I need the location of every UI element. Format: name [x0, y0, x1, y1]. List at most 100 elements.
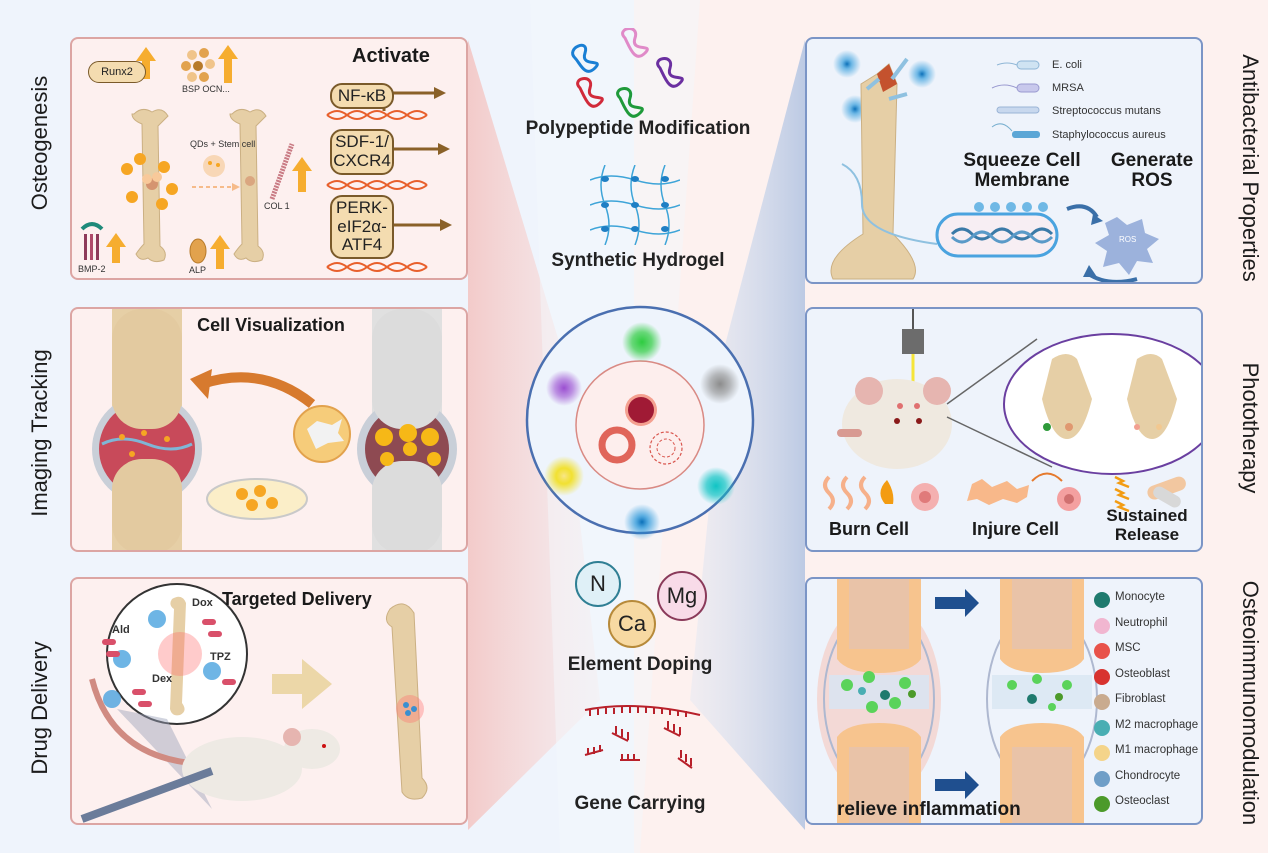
arrow-right-top [935, 589, 979, 617]
marker-bsp-ocn: BSP OCN... [182, 84, 230, 94]
legend-swatch-icon [1094, 668, 1110, 685]
heat-waves-icon [823, 475, 871, 511]
alp-icon [189, 238, 207, 264]
capsules-icon [102, 619, 236, 707]
flagellum-line [841, 163, 938, 245]
imaging-illustration [92, 309, 457, 550]
marker-alp: ALP [189, 265, 207, 275]
ros-spikes-icon [967, 479, 1029, 505]
element-mg: Mg [657, 571, 707, 621]
marker-bmp2: BMP-2 [78, 264, 106, 274]
panel-drug-delivery: Targeted Delivery Ald Dox Dex TPZ [70, 577, 468, 825]
drug-tpz: TPZ [210, 651, 231, 663]
label-drug-delivery: Drug Delivery [27, 641, 52, 775]
legend-swatch-icon [1094, 796, 1110, 812]
element-ca: Ca [608, 600, 656, 648]
panel-antibacterial: E. coli MRSA Streptococcus mutans Staphy… [805, 37, 1203, 284]
legend-swatch-icon [1094, 592, 1110, 608]
syringe-icon [80, 767, 214, 823]
up-arrow-bsp [224, 55, 232, 83]
glow-dot [833, 50, 861, 78]
gene-carrying-label: Gene Carrying [574, 793, 706, 814]
quantum-dot-core [525, 305, 755, 540]
fullerene-icon [649, 431, 683, 465]
legend-swatch-icon [1094, 745, 1110, 761]
collagen-icon [269, 143, 295, 200]
glow-dot-purple [546, 370, 582, 406]
burn-cell-label: Burn Cell [829, 519, 910, 539]
squeeze-membrane-label: Squeeze Cell Membrane [963, 150, 1081, 191]
bacteria-staphylococcus: Staphylococcus aureus [1052, 129, 1166, 141]
legend-label: Osteoclast [1115, 795, 1170, 807]
osteoimmuno-illustration [817, 579, 1098, 823]
antibacterial-illustration [830, 50, 1159, 282]
marker-qds-stem-cell: QDs + Stem cell [190, 139, 256, 149]
sustained-release-label: Sustained Release [1106, 506, 1188, 544]
label-phototherapy: Phototherapy [1238, 362, 1263, 494]
bacteria-mrsa: MRSA [1052, 82, 1084, 94]
immune-cells [841, 671, 1072, 713]
bacteria-streptococcus: Streptococcus mutans [1052, 105, 1161, 117]
ros-burst-icon [1095, 217, 1159, 275]
element-n: N [575, 561, 621, 607]
legend-swatch-icon [1094, 770, 1110, 787]
element-doping-label: Element Doping [567, 654, 713, 675]
gene-fragments-icon [584, 705, 701, 769]
legend-label: Chondrocyte [1115, 769, 1181, 782]
curved-arrow-icon [200, 372, 316, 408]
legend-swatch-icon [1094, 719, 1110, 736]
ros-text: ROS [1119, 235, 1137, 244]
synthetic-hydrogel-label: Synthetic Hydrogel [551, 250, 725, 271]
bone-fractured-icon [131, 108, 169, 263]
arrow-right-bottom [935, 771, 979, 799]
rat-body-icon [182, 737, 302, 801]
hydrogel-network-icon [590, 165, 680, 245]
polypeptide-modification-label: Polypeptide Modification [525, 118, 751, 139]
drug-dox: Dox [192, 597, 213, 609]
glow-dot-blue [624, 504, 660, 540]
healed-joint-icon [986, 579, 1098, 823]
bmp2-receptor-icon [80, 222, 104, 260]
bacteria-legend-icons [991, 60, 1040, 138]
membrane-qd-row [974, 202, 1048, 212]
glow-dot-yellow [544, 456, 584, 496]
bacterium-cell-icon [935, 212, 1059, 258]
label-osteogenesis: Osteogenesis [27, 75, 52, 211]
polypeptide-icon [571, 28, 684, 118]
pathway-nfkb: NF-κB [330, 83, 394, 109]
skull-right-icon [1127, 354, 1177, 439]
phototherapy-illustration [823, 309, 1201, 513]
legend-swatch-icon [1094, 617, 1110, 634]
label-osteoimmunomodulation: Osteoimmunomodulation [1238, 580, 1263, 826]
panel-imaging-tracking: Cell Visualization [70, 307, 468, 552]
marker-col1: COL 1 [264, 201, 290, 211]
healed-bone-icon [386, 603, 428, 800]
legend-swatch-icon [1094, 643, 1110, 659]
flame-icon [880, 480, 894, 504]
laser-device-icon [902, 329, 924, 354]
targeted-delivery-title: Targeted Delivery [222, 589, 372, 609]
pathway-sdf1-cxcr4: SDF-1/ CXCR4 [330, 129, 394, 175]
glow-dot-cyan [697, 467, 735, 505]
label-antibacterial: Antibacterial Properties [1238, 54, 1263, 282]
legend-label: Osteoblast [1115, 667, 1170, 680]
inflamed-joint-icon [817, 579, 941, 823]
activate-title: Activate [352, 45, 430, 67]
infected-bone-icon [830, 63, 916, 280]
drug-dex: Dex [152, 673, 173, 685]
legend-label: Fibroblast [1115, 693, 1166, 705]
big-arrow-icon [272, 659, 332, 709]
generate-ros-label: Generate ROS [1110, 150, 1194, 191]
legend-label: MSC [1115, 642, 1141, 654]
stem-cell-icon [203, 155, 225, 177]
cell-visualization-title: Cell Visualization [197, 315, 345, 335]
legend-label: Neutrophil [1115, 616, 1168, 629]
drug-delivery-illustration [80, 583, 428, 823]
bacteria-ecoli: E. coli [1052, 59, 1082, 71]
legend-label: M2 macrophage [1115, 718, 1199, 731]
bone-healed-icon [229, 108, 267, 263]
up-arrow-runx2 [142, 57, 150, 79]
legend-swatch-icon [1094, 694, 1110, 710]
